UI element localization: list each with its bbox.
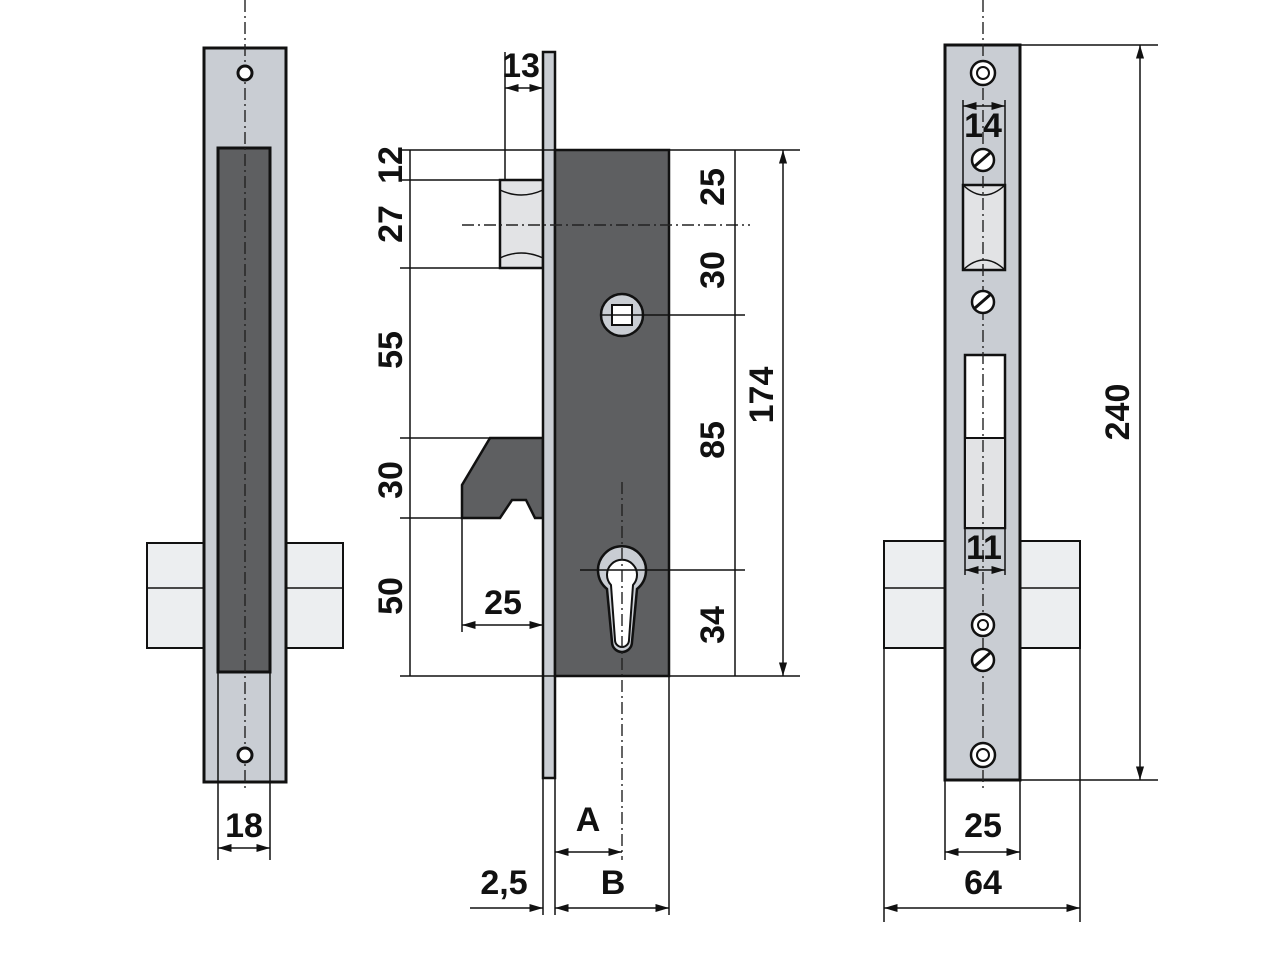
- lock-body-edge: [216, 146, 272, 674]
- dim-55: 55: [372, 331, 410, 369]
- dim-27: 27: [372, 205, 410, 243]
- dim-30-left: 30: [372, 461, 410, 499]
- dim-30-right: 30: [694, 251, 732, 289]
- dim-b: B: [601, 864, 626, 902]
- dim-hook-25: 25: [484, 584, 522, 622]
- dim-13: 13: [502, 47, 540, 85]
- dim-25-plate: 25: [964, 807, 1002, 845]
- dim-64: 64: [964, 864, 1002, 902]
- dim-240: 240: [1099, 384, 1137, 441]
- right-view: 14 11 25 64 240: [883, 0, 1158, 922]
- dim-left-width: 18: [225, 807, 263, 845]
- dim-12: 12: [372, 146, 410, 184]
- dim-a: A: [576, 801, 601, 839]
- dim-34: 34: [694, 606, 732, 644]
- screw-icon: [970, 147, 996, 173]
- screw-icon: [969, 59, 997, 87]
- screw-icon: [969, 741, 997, 769]
- screw-icon: [970, 289, 996, 315]
- dim-14: 14: [964, 107, 1002, 145]
- screw-hole-icon: [236, 64, 254, 82]
- screw-icon: [970, 647, 996, 673]
- screw-icon: [970, 612, 996, 638]
- latch-window: [961, 183, 1007, 272]
- hook-bolt: [460, 436, 545, 520]
- left-view: 18: [146, 0, 344, 860]
- front-view: 13 12 27 55 30 50 25 25 30 85 34 174 A: [372, 47, 800, 915]
- dim-50: 50: [372, 577, 410, 615]
- dim-11: 11: [966, 529, 1002, 567]
- dim-2-5: 2,5: [480, 864, 527, 902]
- dim-174: 174: [743, 367, 781, 424]
- dim-25-right: 25: [694, 168, 732, 206]
- faceplate: [541, 50, 557, 780]
- screw-hole-icon: [236, 746, 254, 764]
- dim-85: 85: [694, 421, 732, 459]
